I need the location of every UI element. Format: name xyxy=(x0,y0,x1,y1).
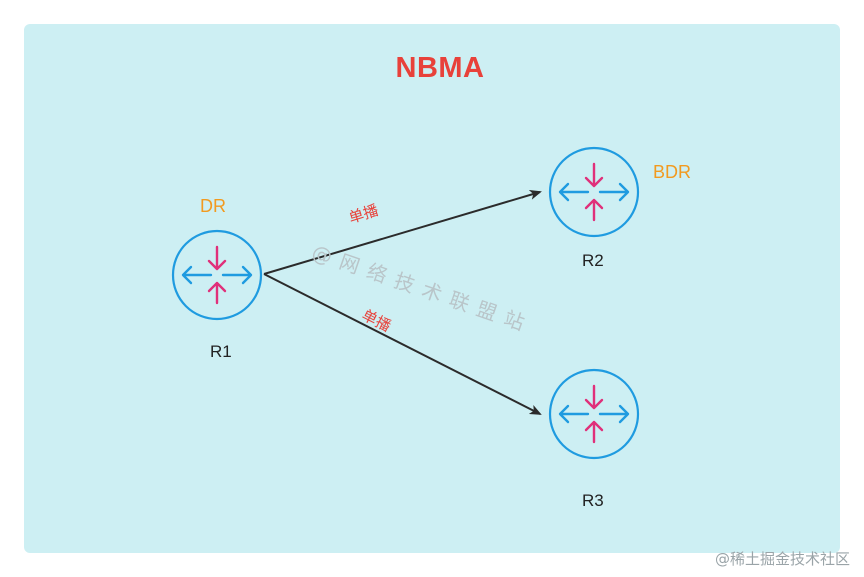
router-label-r1: R1 xyxy=(210,342,232,361)
diagram-canvas xyxy=(24,24,840,553)
link-r1-r2 xyxy=(263,190,542,275)
router-icon xyxy=(171,229,263,321)
watermark-corner: @稀土掘金技术社区 xyxy=(714,550,850,568)
link-r1-r3 xyxy=(263,273,542,415)
router-role-r2: BDR xyxy=(653,162,692,182)
router-label-r3: R3 xyxy=(582,491,604,510)
router-icon xyxy=(548,146,640,238)
router-icon xyxy=(548,368,640,460)
router-role-r1: DR xyxy=(200,196,226,216)
diagram-title: NBMA xyxy=(395,52,485,84)
router-label-r2: R2 xyxy=(582,251,604,270)
